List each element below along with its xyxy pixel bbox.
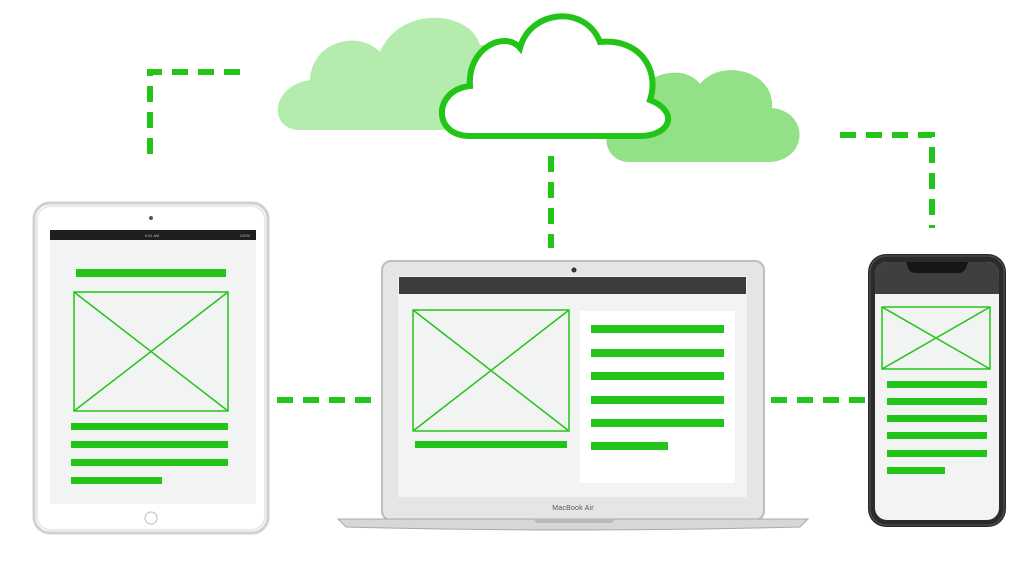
phone-text-line: [887, 467, 945, 474]
tablet-heading-bar: [76, 269, 226, 277]
laptop-base: [336, 518, 810, 531]
tablet-text-line: [71, 423, 228, 430]
phone-text-line: [887, 450, 987, 457]
tablet-text-line: [71, 459, 228, 466]
laptop-text-line: [591, 442, 668, 450]
phone-text-line: [887, 381, 987, 388]
phone-text-line: [887, 432, 987, 439]
tablet-home-button[interactable]: [144, 511, 158, 525]
tablet-device: 9:41 AM 100%: [32, 201, 270, 535]
cloud-outline-icon: [438, 13, 672, 139]
phone-notch: [906, 262, 968, 273]
phone-device: [868, 254, 1006, 527]
laptop-brand-label: MacBook Air: [552, 505, 594, 512]
laptop-caption-bar: [415, 441, 567, 448]
cloud-group: [277, 13, 800, 162]
laptop-text-line: [591, 349, 724, 357]
phone-text-line: [887, 415, 987, 422]
tablet-text-line: [71, 441, 228, 448]
connector-tablet-cloud: [147, 69, 240, 162]
laptop-text-line: [591, 396, 724, 404]
laptop-device: MacBook Air: [336, 260, 810, 531]
tablet-status-bar: [50, 230, 256, 240]
connector-cloud-phone: [840, 132, 935, 228]
connector-lines: [147, 69, 935, 403]
tablet-camera: [149, 216, 153, 220]
phone-screen: [875, 262, 999, 520]
image-placeholder-icon: [412, 309, 570, 432]
laptop-text-line: [591, 372, 724, 380]
phone-text-line: [887, 398, 987, 405]
laptop-browser-bar: [399, 277, 746, 294]
tablet-status-battery: 100%: [240, 233, 251, 238]
image-placeholder-icon: [73, 291, 229, 412]
image-placeholder-icon: [881, 306, 991, 370]
laptop-camera: [571, 267, 577, 273]
laptop-text-line: [591, 325, 724, 333]
laptop-text-line: [591, 419, 724, 427]
tablet-text-line: [71, 477, 162, 484]
tablet-status-time: 9:41 AM: [145, 233, 160, 238]
